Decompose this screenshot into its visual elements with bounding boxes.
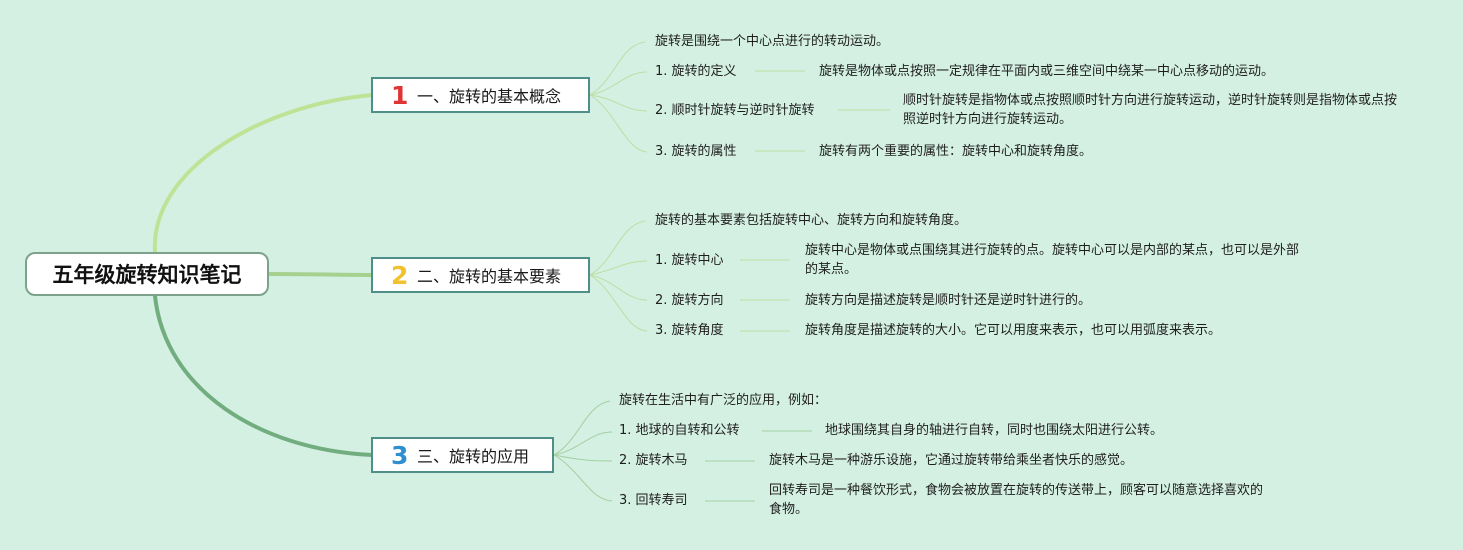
link-1-item1 [589, 71, 648, 96]
topic-2-intro[interactable]: 旋转的基本要素包括旋转中心、旋转方向和旋转角度。 [655, 213, 968, 228]
topic-3-item-1-title[interactable]: 1. 地球的自转和公转 [619, 423, 740, 438]
link-2-intro [589, 220, 646, 276]
topic-label-1: 一、旋转的基本概念 [417, 87, 562, 106]
topic-1-item-1-title[interactable]: 1. 旋转的定义 [655, 64, 737, 79]
topic-3-item-3-title[interactable]: 3. 回转寿司 [619, 493, 688, 508]
topic-1-item-3-title[interactable]: 3. 旋转的属性 [655, 144, 737, 159]
topic-2-item-2-title[interactable]: 2. 旋转方向 [655, 293, 724, 308]
branch-line-2 [268, 272, 374, 277]
topic-1-intro[interactable]: 旋转是围绕一个中心点进行的转动运动。 [655, 34, 890, 49]
topic-node-3[interactable]: 3 三、旋转的应用 [371, 437, 554, 473]
topic-number-3: 3 [391, 440, 409, 470]
topic-3-item-2-title[interactable]: 2. 旋转木马 [619, 453, 688, 468]
topic-3-item-2-desc[interactable]: 旋转木马是一种游乐设施，它通过旋转带给乘坐者快乐的感觉。 [769, 453, 1134, 468]
topic-2-item-1-title[interactable]: 1. 旋转中心 [655, 253, 724, 268]
topic-3-item-1-desc[interactable]: 地球围绕其自身的轴进行自转，同时也围绕太阳进行公转。 [825, 423, 1164, 438]
topic-1-item-2-title[interactable]: 2. 顺时针旋转与逆时针旋转 [655, 103, 815, 118]
topic-3-item-3-desc[interactable]: 回转寿司是一种餐饮形式，食物会被放置在旋转的传送带上，顾客可以随意选择喜欢的食物… [769, 483, 1264, 517]
link-2-item1 [589, 260, 648, 276]
link-1-intro [589, 41, 646, 96]
link-3-item2 [553, 454, 613, 462]
branch-line-3 [153, 294, 374, 457]
topic-1-item-1-desc[interactable]: 旋转是物体或点按照一定规律在平面内或三维空间中绕某一中心点移动的运动。 [819, 64, 1275, 79]
topic-2-item-1-desc[interactable]: 旋转中心是物体或点围绕其进行旋转的点。旋转中心可以是内部的某点，也可以是外部的某… [805, 243, 1300, 277]
topic-node-1[interactable]: 1 一、旋转的基本概念 [371, 77, 590, 113]
topic-2-item-3-title[interactable]: 3. 旋转角度 [655, 323, 724, 338]
topic-label-3: 三、旋转的应用 [417, 447, 530, 466]
topic-number-2: 2 [391, 260, 409, 290]
topic-label-2: 二、旋转的基本要素 [417, 267, 562, 286]
topic-node-2[interactable]: 2 二、旋转的基本要素 [371, 257, 590, 293]
topic-2-item-3-desc[interactable]: 旋转角度是描述旋转的大小。它可以用度来表示，也可以用弧度来表示。 [805, 323, 1222, 338]
topic-3-intro[interactable]: 旋转在生活中有广泛的应用，例如： [619, 393, 828, 408]
root-node[interactable]: 五年级旋转知识笔记 [25, 252, 269, 296]
topic-1-item-3-desc[interactable]: 旋转有两个重要的属性：旋转中心和旋转角度。 [819, 144, 1093, 159]
link-1-item2 [589, 94, 648, 112]
topic-number-1: 1 [391, 80, 409, 110]
link-3-item1 [553, 431, 613, 456]
link-2-item3 [589, 274, 648, 332]
topic-1-item-2-desc[interactable]: 顺时针旋转是指物体或点按照顺时针方向进行旋转运动，逆时针旋转则是指物体或点按照逆… [903, 93, 1398, 127]
root-title: 五年级旋转知识笔记 [52, 263, 242, 287]
link-3-item3 [553, 454, 613, 502]
topic-2-item-2-desc[interactable]: 旋转方向是描述旋转是顺时针还是逆时针进行的。 [805, 293, 1092, 308]
link-1-item3 [589, 94, 648, 153]
link-2-item2 [589, 274, 648, 301]
link-3-intro [553, 400, 611, 456]
branch-line-1 [152, 93, 374, 254]
